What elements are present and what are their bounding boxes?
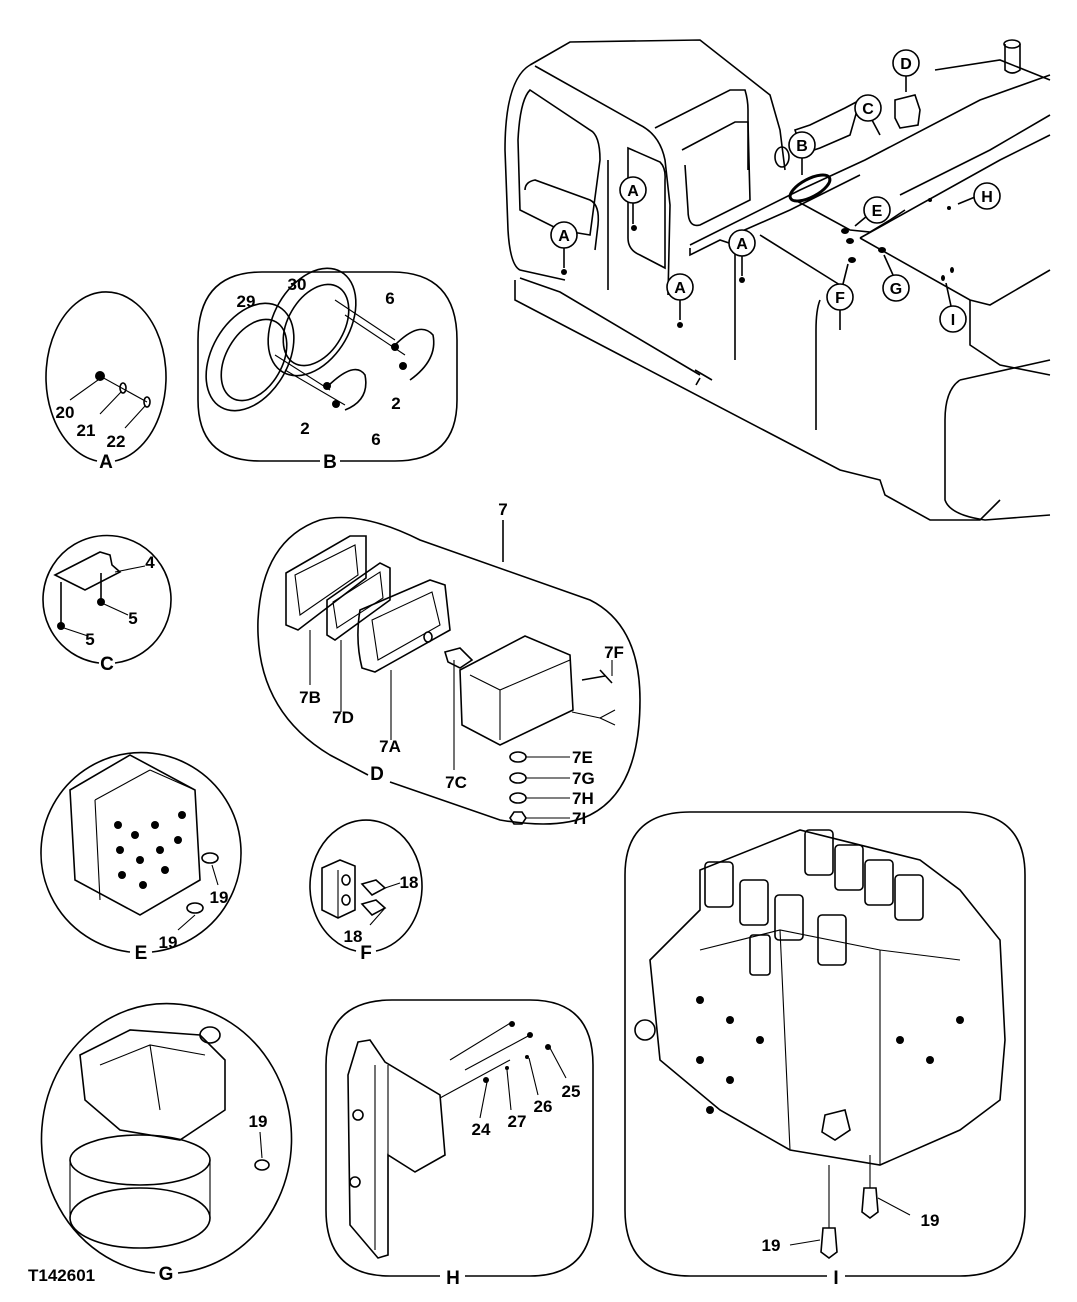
svg-text:29: 29: [237, 292, 256, 311]
detail-i[interactable]: I 19 19: [624, 811, 1026, 1289]
callout-e[interactable]: E: [854, 196, 891, 227]
svg-text:19: 19: [249, 1112, 268, 1131]
detail-d[interactable]: D 7 7B 7D 7A 7C: [257, 500, 641, 828]
svg-text:5: 5: [128, 609, 137, 628]
svg-text:7C: 7C: [445, 773, 467, 792]
detail-g[interactable]: G 19: [40, 1002, 293, 1285]
svg-text:A: A: [99, 452, 113, 473]
callout-a-1[interactable]: A: [550, 221, 578, 268]
svg-text:7H: 7H: [572, 789, 594, 808]
detail-a[interactable]: A 20 21 22: [45, 291, 167, 473]
svg-text:2: 2: [391, 394, 400, 413]
detail-c[interactable]: C 4 5 5: [42, 534, 172, 675]
svg-text:D: D: [370, 764, 384, 785]
svg-text:7: 7: [498, 500, 507, 519]
svg-text:I: I: [833, 1268, 838, 1289]
detail-b[interactable]: B 29 30 6 6 2 2: [188, 253, 458, 473]
svg-text:22: 22: [107, 432, 126, 451]
svg-text:I: I: [951, 312, 955, 329]
svg-text:26: 26: [534, 1097, 553, 1116]
svg-text:C: C: [100, 654, 114, 675]
callout-h[interactable]: H: [957, 182, 1001, 210]
svg-text:18: 18: [344, 927, 363, 946]
svg-text:B: B: [796, 138, 808, 155]
callout-a-3[interactable]: A: [666, 273, 694, 320]
svg-text:27: 27: [508, 1112, 527, 1131]
svg-text:F: F: [835, 290, 845, 307]
svg-text:7B: 7B: [299, 688, 321, 707]
svg-text:D: D: [900, 56, 912, 73]
machine-overview: A A A A B C D: [504, 39, 1051, 521]
svg-text:21: 21: [77, 421, 96, 440]
svg-text:A: A: [558, 228, 570, 245]
svg-text:7I: 7I: [572, 809, 586, 828]
svg-text:G: G: [159, 1264, 174, 1285]
callout-g[interactable]: G: [882, 254, 910, 302]
svg-text:A: A: [627, 183, 639, 200]
svg-text:6: 6: [371, 430, 380, 449]
svg-text:C: C: [862, 101, 874, 118]
svg-text:19: 19: [762, 1236, 781, 1255]
callout-d[interactable]: D: [892, 49, 920, 92]
svg-text:24: 24: [472, 1120, 491, 1139]
callout-i[interactable]: I: [939, 282, 967, 333]
detail-e[interactable]: E 19 19: [40, 751, 242, 964]
svg-text:F: F: [360, 943, 372, 964]
svg-text:E: E: [135, 943, 148, 964]
callout-b[interactable]: B: [788, 131, 816, 175]
svg-text:A: A: [736, 236, 748, 253]
callout-f[interactable]: F: [826, 263, 854, 311]
svg-text:4: 4: [145, 553, 155, 572]
figure-id: T142601: [28, 1266, 95, 1285]
svg-text:5: 5: [85, 630, 94, 649]
callout-a-4[interactable]: A: [728, 229, 756, 276]
callout-a-2[interactable]: A: [619, 176, 647, 224]
svg-text:19: 19: [210, 888, 229, 907]
svg-text:25: 25: [562, 1082, 581, 1101]
svg-text:19: 19: [921, 1211, 940, 1230]
svg-text:20: 20: [56, 403, 75, 422]
svg-text:2: 2: [300, 419, 309, 438]
svg-text:7D: 7D: [332, 708, 354, 727]
svg-text:B: B: [323, 452, 337, 473]
svg-text:H: H: [981, 189, 993, 206]
svg-text:30: 30: [288, 275, 307, 294]
svg-text:7G: 7G: [572, 769, 595, 788]
detail-f[interactable]: F 18 18: [309, 819, 423, 964]
svg-text:A: A: [674, 280, 686, 297]
svg-text:G: G: [890, 281, 902, 298]
svg-text:19: 19: [159, 933, 178, 952]
svg-text:18: 18: [400, 873, 419, 892]
svg-text:7E: 7E: [572, 748, 593, 767]
callout-c[interactable]: C: [854, 94, 882, 136]
svg-text:H: H: [446, 1268, 460, 1289]
svg-text:7F: 7F: [604, 643, 624, 662]
svg-text:6: 6: [385, 289, 394, 308]
detail-h[interactable]: H 25 26 27 24: [325, 999, 594, 1289]
svg-text:7A: 7A: [379, 737, 401, 756]
svg-text:E: E: [872, 203, 883, 220]
